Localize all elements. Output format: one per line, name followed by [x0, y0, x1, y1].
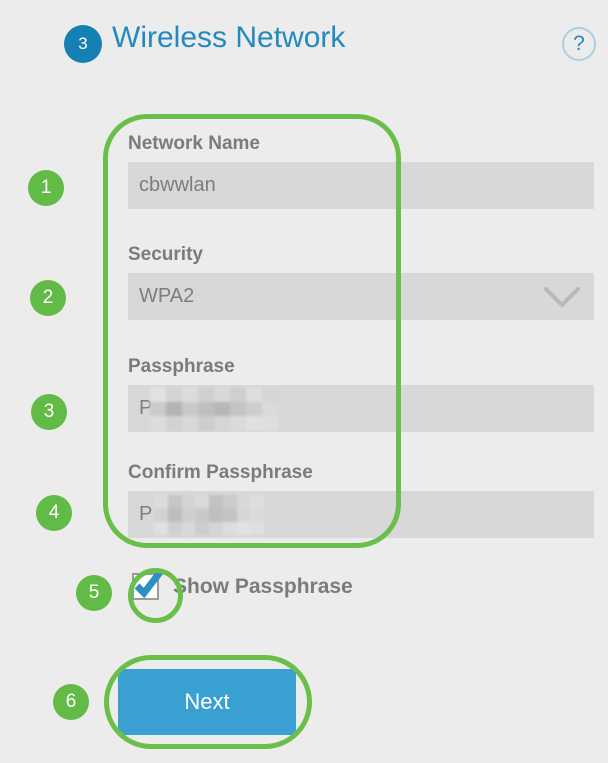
annotation-badge-4: 4	[36, 495, 72, 531]
page-header: 3 Wireless Network ?	[0, 0, 608, 92]
next-button[interactable]: Next	[118, 669, 296, 735]
passphrase-input[interactable]: P	[128, 385, 594, 432]
passphrase-field: Passphrase P	[128, 355, 594, 432]
show-passphrase-label: Show Passphrase	[173, 574, 353, 598]
network-name-label: Network Name	[128, 133, 260, 154]
help-icon[interactable]: ?	[562, 27, 596, 61]
annotation-badge-6: 6	[53, 684, 89, 720]
confirm-passphrase-field: Confirm Passphrase P	[128, 461, 594, 538]
checkmark-icon	[132, 567, 166, 601]
network-name-input[interactable]: cbwwlan	[128, 162, 594, 209]
annotation-badge-2: 2	[30, 280, 66, 316]
chevron-down-icon[interactable]	[542, 284, 582, 310]
security-select[interactable]: WPA2	[128, 273, 594, 320]
step-number-badge: 3	[64, 25, 102, 63]
passphrase-value: P	[139, 397, 153, 419]
annotation-badge-1: 1	[28, 170, 64, 206]
passphrase-label: Passphrase	[128, 356, 235, 377]
annotation-badge-5: 5	[76, 575, 112, 611]
show-passphrase-checkbox[interactable]: Show Passphrase	[132, 568, 353, 600]
annotation-badge-3: 3	[31, 394, 67, 430]
security-label: Security	[128, 244, 203, 265]
network-name-field: Network Name cbwwlan	[128, 132, 594, 209]
confirm-passphrase-value: P	[139, 503, 153, 525]
security-value: WPA2	[139, 285, 195, 307]
confirm-passphrase-redaction	[154, 495, 264, 535]
network-name-value: cbwwlan	[139, 174, 216, 196]
confirm-passphrase-input[interactable]: P	[128, 491, 594, 538]
confirm-passphrase-label: Confirm Passphrase	[128, 462, 313, 483]
security-field: Security WPA2	[128, 243, 594, 320]
passphrase-redaction	[150, 387, 278, 431]
checkbox-box[interactable]	[132, 568, 164, 600]
page-title: Wireless Network	[112, 21, 346, 54]
